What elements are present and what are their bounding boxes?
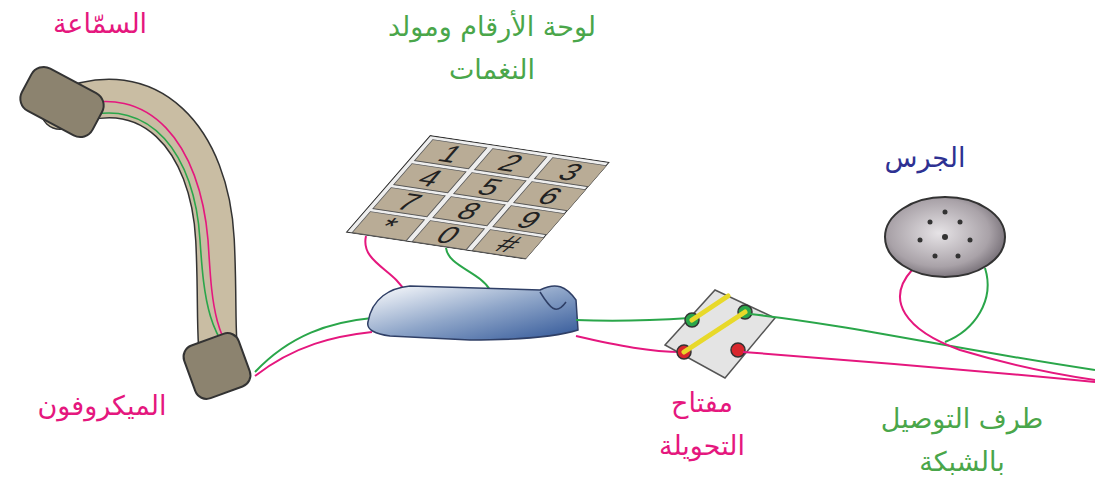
part-label: الجرس <box>884 136 965 179</box>
key <box>373 188 445 217</box>
part-label: لوحة الأرقام ومولد النغمات <box>385 5 600 91</box>
bell <box>885 197 1005 277</box>
part-label: طرف التوصيل بالشبكة <box>855 397 1070 483</box>
key <box>535 158 607 187</box>
key <box>394 164 466 193</box>
key <box>454 173 526 202</box>
part-label: الميكروفون <box>37 384 166 427</box>
key <box>433 197 505 226</box>
key <box>493 206 565 235</box>
key <box>412 221 484 250</box>
key <box>352 212 424 241</box>
hook-cradle <box>368 286 578 340</box>
key <box>475 149 547 178</box>
part-label: السمّاعة <box>53 2 147 45</box>
key <box>472 230 544 259</box>
handset <box>15 62 253 402</box>
hook-switch <box>665 290 775 378</box>
key <box>514 182 586 211</box>
keypad: 123456789*0# <box>346 135 611 260</box>
part-label: مفتاح التحويلة <box>632 381 772 467</box>
key <box>415 140 487 169</box>
